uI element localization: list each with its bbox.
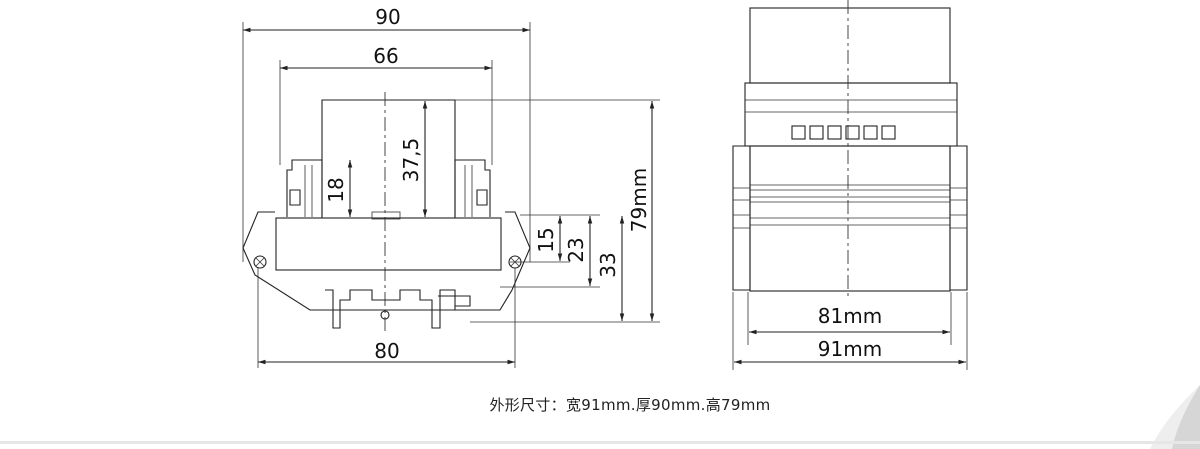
dimension-33: 33 [596,216,625,321]
front-view: 90 66 37,5 [242,5,531,335]
dimension-18: 18 [324,160,353,217]
front-view-height-dims: 79mm 15 23 33 [455,99,660,323]
terminal-right [454,159,491,217]
side-view [732,0,968,300]
dim-37-5-label: 37,5 [399,138,423,183]
dim-91-label: 91mm [818,337,882,361]
dimension-15: 15 [534,216,563,261]
dim-18-label: 18 [324,177,348,202]
dim-15-label: 15 [534,227,558,252]
dim-81-label: 81mm [818,304,882,328]
dimension-66: 66 [280,44,492,71]
dimension-91: 91mm [732,292,968,370]
dimension-90: 90 [243,5,530,33]
dim-79-label: 79mm [627,168,651,232]
dimension-80: 80 [257,268,516,368]
dimension-caption: 外形尺寸：宽91mm.厚90mm.高79mm [489,396,771,414]
dimension-23: 23 [564,216,593,286]
dim-90-label: 90 [375,5,400,29]
page-curl-decoration [1150,385,1200,449]
terminal-left [286,159,323,217]
dim-33-label: 33 [596,252,620,277]
dim-80-label: 80 [374,339,399,363]
led-row [791,125,896,140]
dim-66-label: 66 [373,44,398,68]
dim-23-label: 23 [564,237,588,262]
bottom-divider [0,441,1200,444]
dimension-79: 79mm [627,101,655,321]
dimension-81: 81mm [747,292,952,345]
dimension-37-5: 37,5 [399,101,428,217]
